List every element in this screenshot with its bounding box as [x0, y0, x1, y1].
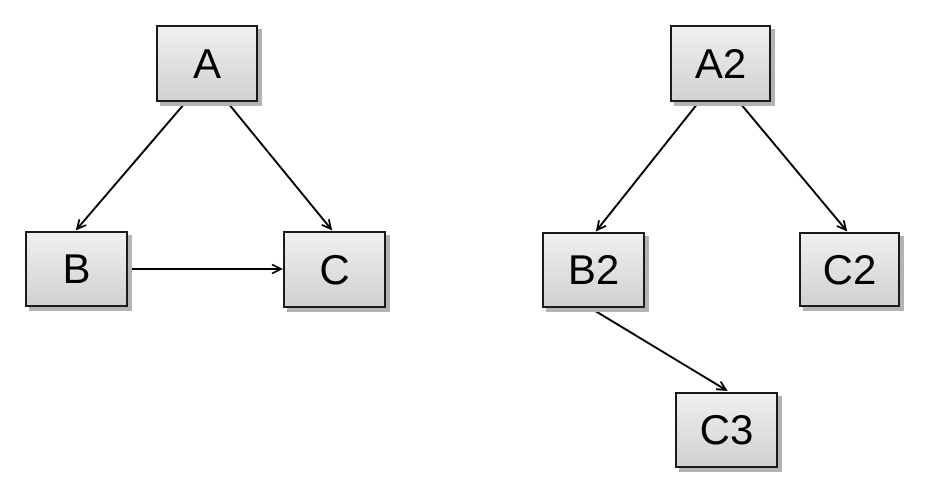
- node-C: C: [283, 231, 386, 308]
- edge-A2-to-C2: [739, 102, 848, 232]
- node-A2: A2: [670, 25, 771, 102]
- node-B: B: [25, 231, 128, 307]
- edge-A-to-C: [227, 102, 333, 231]
- node-C2: C2: [799, 232, 900, 307]
- edge-B2-to-C3: [591, 308, 728, 392]
- edge-A-to-B: [75, 102, 186, 231]
- node-B2: B2: [542, 232, 645, 308]
- node-C3: C3: [675, 392, 778, 468]
- edge-A2-to-B2: [595, 102, 699, 232]
- node-A: A: [156, 25, 258, 102]
